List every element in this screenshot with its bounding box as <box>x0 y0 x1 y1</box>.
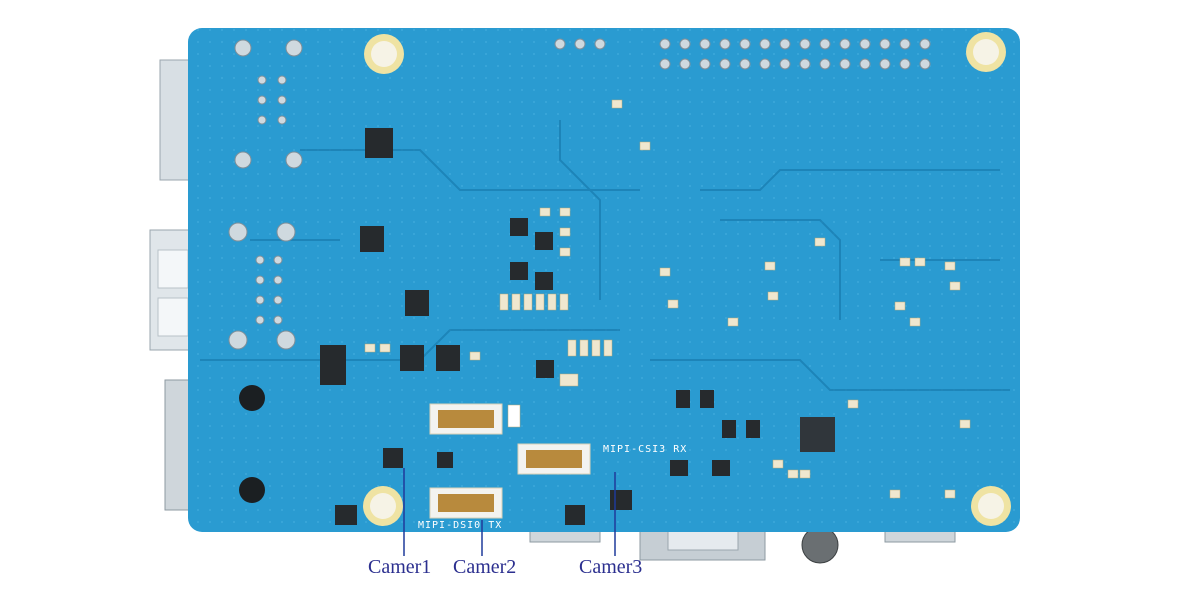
passive-components <box>364 99 971 499</box>
callout-leader-lines <box>403 468 616 556</box>
mipi-connectors <box>429 403 591 519</box>
camera2-label: Camer2 <box>453 556 517 578</box>
silkscreen-mipi-dsi0: MIPI-DSI0 TX <box>418 520 502 531</box>
usb-connectors-left <box>149 59 201 511</box>
standoff-posts <box>239 385 265 503</box>
silkscreen-mipi-csi3: MIPI-CSI3 RX <box>603 444 687 455</box>
gpio-header <box>554 38 931 70</box>
mounting-holes <box>363 32 1011 526</box>
through-hole-pads <box>228 39 303 350</box>
camera1-label: Camer1 <box>368 556 432 578</box>
camera3-label: Camer3 <box>579 556 643 578</box>
